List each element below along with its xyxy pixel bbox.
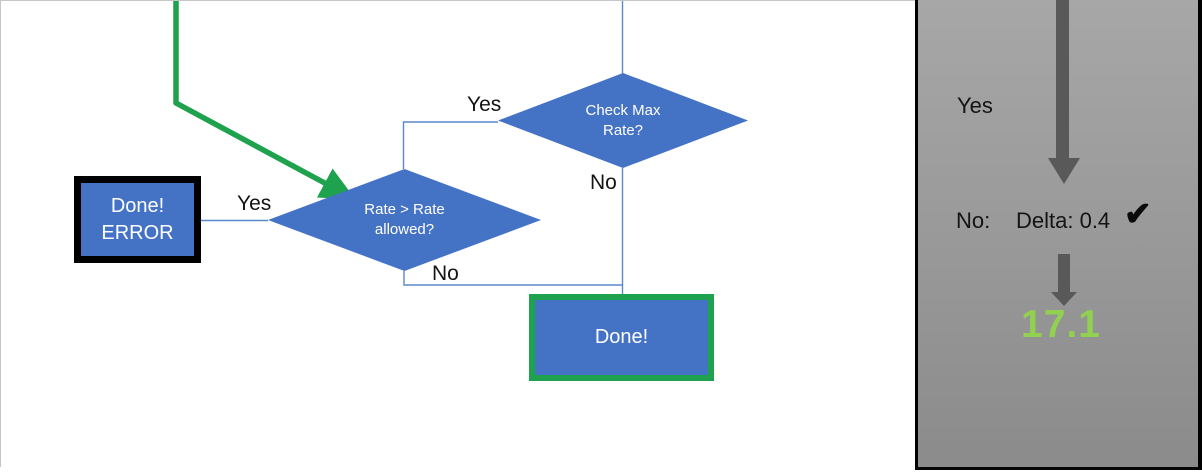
panel-no-label: No:: [956, 208, 991, 233]
terminator-done-label: Done!: [594, 326, 649, 349]
terminator-done-error-line2: ERROR: [101, 221, 174, 244]
green-path-arrow-icon: [173, 1, 356, 200]
panel-delta-value: Delta: 0.4: [1016, 208, 1111, 233]
terminator-done-error-line1: Done!: [110, 195, 165, 218]
decision-check-max-rate-line1: Check Max: [585, 101, 661, 119]
checkmark-icon: ✔: [1124, 195, 1152, 232]
down-arrow-head-icon: [1048, 158, 1080, 184]
edge-label-check-no: No: [590, 171, 617, 194]
down-arrow-icon: [1056, 0, 1069, 158]
small-down-arrow-head-icon: [1051, 292, 1077, 306]
flowchart-slide: Check Max Rate? Rate > Rate allowed? Don…: [0, 0, 915, 467]
decision-rate-allowed-line1: Rate > Rate: [364, 201, 445, 219]
edge-label-rate-no: No: [432, 262, 459, 285]
terminator-done-error: Done! ERROR: [74, 176, 201, 263]
connector-layer: [173, 1, 624, 297]
connector-check-yes-to-rate: [402, 121, 498, 169]
panel-yes-label: Yes: [957, 93, 993, 118]
edge-label-rate-yes: Yes: [237, 192, 272, 215]
small-down-arrow-icon: [1058, 254, 1070, 292]
connector-rate-no-to-done: [403, 271, 623, 286]
decision-check-max-rate-line2: Rate?: [602, 121, 644, 139]
edge-label-check-yes: Yes: [467, 93, 502, 116]
decision-rate-allowed-line2: allowed?: [374, 221, 435, 238]
result-value: 17.1: [1021, 303, 1101, 346]
terminator-done: Done!: [529, 294, 714, 381]
